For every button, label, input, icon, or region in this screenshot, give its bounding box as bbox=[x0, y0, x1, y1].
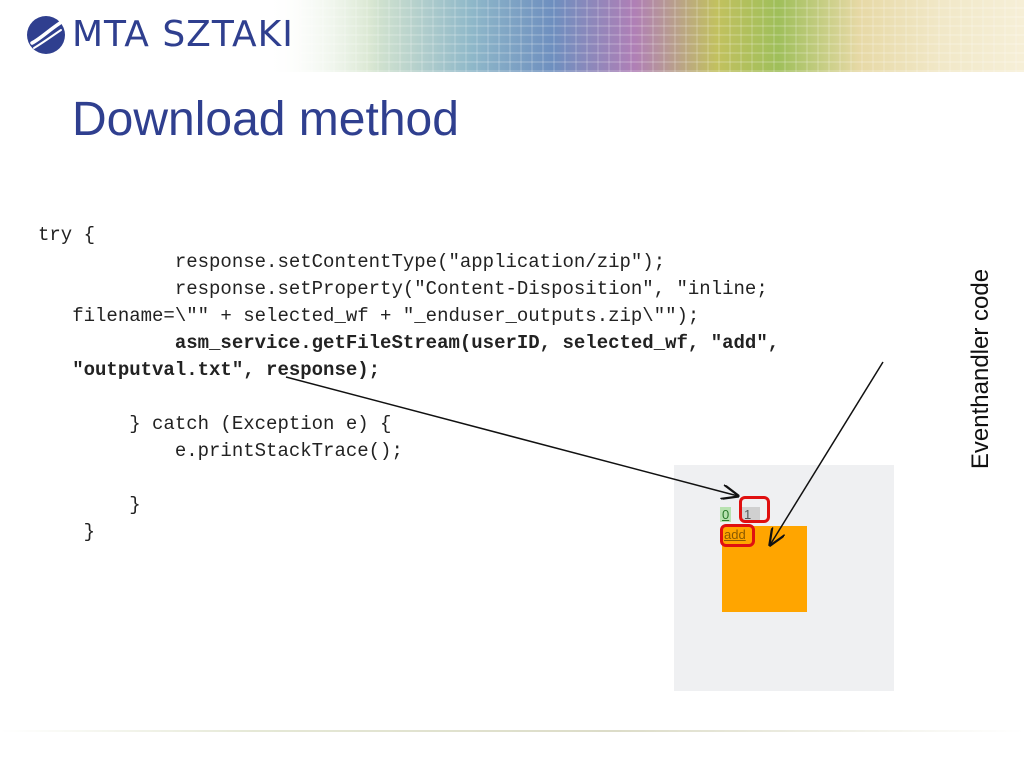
logo-text: MTA SZTAKI bbox=[72, 14, 294, 55]
slide-title: Download method bbox=[72, 93, 459, 146]
logo: MTA SZTAKI bbox=[26, 14, 294, 55]
side-label: Eventhandler code bbox=[966, 259, 996, 479]
code-block: try { response.setContentType("applicati… bbox=[38, 222, 938, 546]
banner-texture bbox=[300, 0, 1024, 72]
node-label-add[interactable]: add bbox=[724, 527, 746, 542]
code-line: } bbox=[38, 494, 141, 516]
code-line: asm_service.getFileStream(userID, select… bbox=[38, 332, 780, 354]
workflow-panel: 0 1 add bbox=[674, 465, 894, 691]
header-banner: MTA SZTAKI bbox=[0, 0, 1024, 72]
sztaki-circle-logo-icon bbox=[27, 15, 65, 54]
code-line bbox=[38, 384, 938, 411]
output-port-1[interactable]: 1 bbox=[742, 507, 760, 522]
code-line: "outputval.txt", response); bbox=[38, 359, 381, 381]
node-highlight bbox=[720, 524, 755, 547]
code-line: } catch (Exception e) { bbox=[38, 413, 392, 435]
side-label-text: Eventhandler code bbox=[967, 268, 994, 470]
port-highlight bbox=[739, 496, 770, 523]
code-line: } bbox=[38, 521, 96, 543]
code-line: response.setContentType("application/zip… bbox=[38, 251, 666, 273]
code-line: e.printStackTrace(); bbox=[38, 440, 403, 462]
output-port-0[interactable]: 0 bbox=[720, 507, 732, 522]
code-line: filename=\"" + selected_wf + "_enduser_o… bbox=[38, 305, 700, 327]
bottom-divider bbox=[0, 730, 1024, 732]
code-line: response.setProperty("Content-Dispositio… bbox=[38, 278, 768, 300]
code-line: try { bbox=[38, 224, 96, 246]
